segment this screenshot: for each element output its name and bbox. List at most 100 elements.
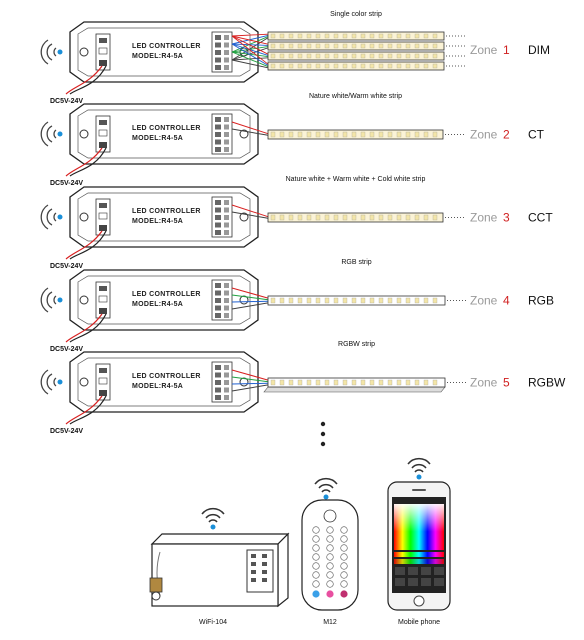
remote-button	[312, 544, 320, 552]
strip-label: RGB strip	[341, 259, 371, 266]
controller-model-line2: MODEL:R4-5A	[132, 53, 183, 60]
output-wires	[231, 121, 269, 136]
remote-button	[340, 535, 348, 543]
wireless-signal-icon	[40, 39, 63, 65]
wireless-signal-icon	[40, 204, 63, 230]
controller-row-zone-5: LED CONTROLLER MODEL:R4-5A DC5V-24V RGBW st…	[40, 341, 566, 435]
wireless-signal-icon	[40, 369, 63, 395]
mode-label: DIM	[528, 43, 550, 57]
remote-button	[312, 562, 320, 570]
power-supply-label: DC5V-24V	[50, 346, 83, 353]
controller-model-line2: MODEL:R4-5A	[132, 135, 183, 142]
wifi-controller-icon	[149, 507, 290, 608]
zone-number: 2	[503, 128, 510, 142]
remote-button	[340, 571, 348, 579]
led-strip	[267, 212, 444, 223]
mobile-phone-label: Mobile phone	[398, 619, 440, 626]
power-supply-label: DC5V-24V	[50, 263, 83, 270]
controller-row-zone-1: LED CONTROLLER MODEL:R4-5A DC5V-24V Single …	[40, 11, 550, 105]
remote-button	[312, 526, 320, 534]
continuation-dot	[320, 441, 326, 447]
power-supply-label: DC5V-24V	[50, 98, 83, 105]
zone-label: Zone	[470, 128, 498, 142]
zone-number: 5	[503, 376, 510, 390]
remote-button	[340, 580, 348, 588]
wifi-signal-icon	[314, 477, 338, 500]
controller-model-line2: MODEL:R4-5A	[132, 301, 183, 308]
zone-label: Zone	[470, 211, 498, 225]
zone-number: 3	[503, 211, 510, 225]
wireless-signal-icon	[40, 287, 63, 313]
remote-button	[326, 526, 334, 534]
output-wires	[231, 204, 269, 219]
remote-button	[340, 562, 348, 570]
remote-control-icon	[301, 477, 359, 611]
led-strip	[267, 31, 445, 71]
led-strip	[267, 129, 444, 140]
remote-color-button	[326, 590, 334, 598]
remote-button	[326, 553, 334, 561]
power-input-wires	[65, 313, 107, 343]
led-controller: LED CONTROLLER MODEL:R4-5A	[69, 269, 259, 331]
power-supply-label: DC5V-24V	[50, 428, 83, 435]
controller-title-line1: LED CONTROLLER	[132, 373, 201, 380]
zone-number: 1	[503, 43, 510, 57]
controller-title-line1: LED CONTROLLER	[132, 208, 201, 215]
remote-button	[312, 580, 320, 588]
mode-label: RGB	[528, 294, 554, 308]
remote-button	[312, 535, 320, 543]
remote-button	[326, 580, 334, 588]
output-wires	[231, 33, 269, 69]
m12-label: M12	[323, 619, 337, 626]
remote-color-button	[312, 590, 320, 598]
zone-number: 4	[503, 294, 510, 308]
mode-label: RGBW	[528, 376, 566, 390]
remote-button	[312, 553, 320, 561]
power-input-wires	[65, 147, 107, 177]
led-controller: LED CONTROLLER MODEL:R4-5A	[69, 186, 259, 248]
led-strip	[267, 295, 446, 306]
power-input-wires	[65, 395, 107, 425]
power-input-wires	[65, 230, 107, 260]
controller-rows: LED CONTROLLER MODEL:R4-5A DC5V-24V Single …	[40, 11, 566, 435]
remote-button	[340, 544, 348, 552]
led-controller: LED CONTROLLER MODEL:R4-5A	[69, 21, 259, 83]
remote-button	[340, 553, 348, 561]
zone-label: Zone	[470, 43, 498, 57]
strip-label: Nature white/Warm white strip	[309, 93, 402, 100]
strip-label: RGBW strip	[338, 341, 375, 348]
strip-label: Nature white + Warm white + Cold white s…	[286, 176, 426, 183]
led-controller: LED CONTROLLER MODEL:R4-5A	[69, 351, 259, 413]
remote-button	[326, 535, 334, 543]
controller-model-line2: MODEL:R4-5A	[132, 218, 183, 225]
led-strip	[263, 377, 446, 393]
mode-label: CCT	[528, 211, 553, 225]
remote-power-button	[323, 509, 337, 523]
remote-button	[312, 571, 320, 579]
remote-button	[340, 526, 348, 534]
controller-row-zone-2: LED CONTROLLERMODEL:R4-5ADC5V-24VNature …	[40, 93, 545, 187]
zone-label: Zone	[470, 376, 498, 390]
output-wires	[231, 369, 269, 392]
continuation-dot	[320, 421, 326, 427]
controller-row-zone-3: LED CONTROLLER MODEL:R4-5A DC5V-24V Nature …	[40, 176, 553, 270]
remote-button	[326, 571, 334, 579]
power-supply-label: DC5V-24V	[50, 180, 83, 187]
remote-button	[326, 544, 334, 552]
continuation-dot	[320, 431, 326, 437]
wifi-signal-icon	[201, 507, 225, 530]
mode-label: CT	[528, 128, 545, 142]
controller-title-line1: LED CONTROLLER	[132, 43, 201, 50]
power-input-wires	[65, 65, 107, 95]
controller-model-line2: MODEL:R4-5A	[132, 383, 183, 390]
strip-label: Single color strip	[330, 11, 382, 18]
output-wires	[231, 287, 269, 310]
zone-label: Zone	[470, 294, 498, 308]
wireless-signal-icon	[40, 121, 63, 147]
controller-row-zone-4: LED CONTROLLER MODEL:R4-5A DC5V-24V RGB str…	[40, 259, 554, 353]
wifi-104-label: WiFi-104	[199, 619, 227, 626]
controller-title-line1: LED CONTROLLER	[132, 291, 201, 298]
